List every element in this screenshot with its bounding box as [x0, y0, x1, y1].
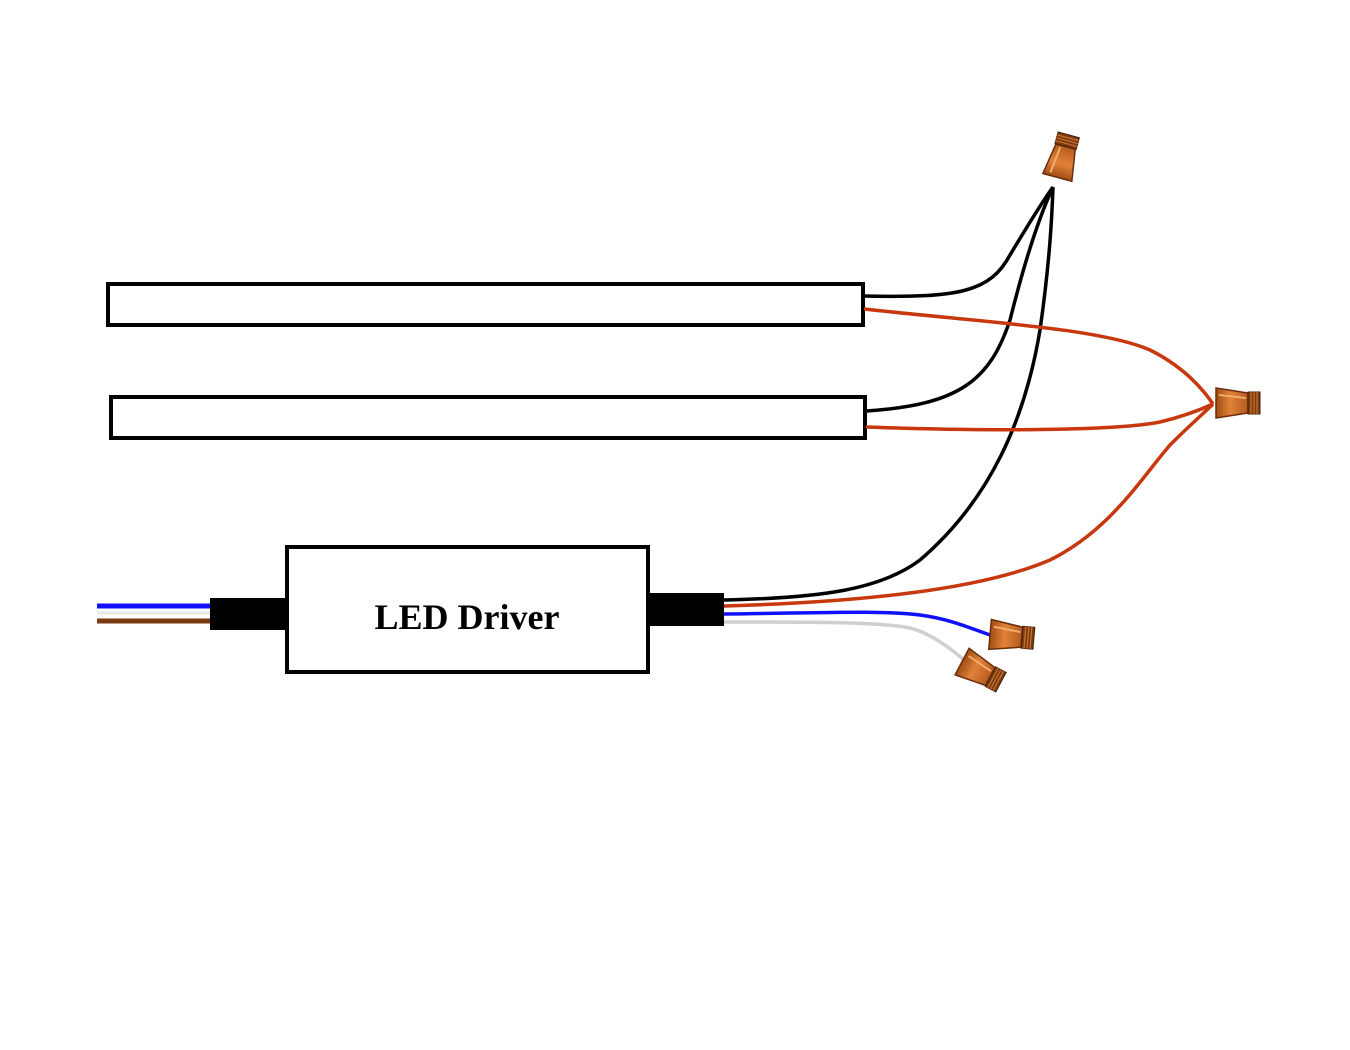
- led-tube-1: [106, 282, 865, 327]
- led-tube-2: [109, 395, 867, 440]
- wire-nut-live: [1215, 387, 1261, 419]
- tube2-red-wire: [865, 402, 1214, 432]
- wire-nut-blue: [987, 618, 1037, 655]
- driver-red-wire: [723, 402, 1215, 608]
- tube1-red-wire: [863, 307, 1215, 405]
- driver-black-wire: [723, 186, 1055, 602]
- led-driver-box: [285, 545, 650, 674]
- tube1-black-wire: [863, 185, 1055, 299]
- wire-nut-gray: [954, 647, 1009, 697]
- wire-nut-neutral: [1041, 130, 1085, 183]
- driver-output-gland: [647, 593, 724, 626]
- tube2-black-wire: [865, 186, 1055, 413]
- driver-input-gland: [210, 598, 288, 630]
- driver-gray-wire: [723, 620, 966, 662]
- driver-label: LED Driver: [375, 597, 560, 637]
- driver-blue-wire: [723, 610, 991, 637]
